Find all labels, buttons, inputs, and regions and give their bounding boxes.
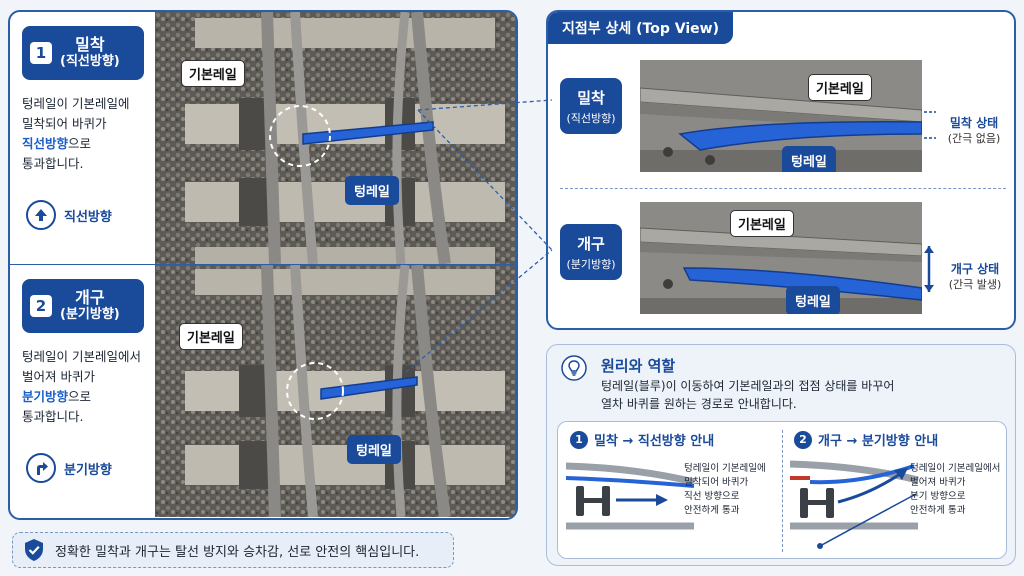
direction-label: 직선방향 [64,209,112,225]
top-view-closed-tongue-label: 텅레일 [782,146,836,172]
top-view-panel: 지점부 상세 (Top View) 밀착 (직선방향) 기본레일 텅레일 밀착 … [546,10,1016,330]
left-divider [10,264,516,265]
wheelset-icon [576,486,610,516]
callout-tongue-rail: 텅레일 [347,435,401,464]
top-view-header: 지점부 상세 (Top View) [548,12,733,44]
turn-right-icon [26,453,56,483]
safety-note: 정확한 밀착과 개구는 탈선 방지와 승차감, 선로 안전의 핵심입니다. [12,532,454,568]
state-closed-section: 1 밀착 (직선방향) 텅레일이 기본레일에 밀착되어 바퀴가 직선방향으로 통… [10,12,516,264]
state-closed-description: 텅레일이 기본레일에 밀착되어 바퀴가 직선방향으로 통과합니다. [22,96,130,171]
state-open-badge: 2 개구 (분기방향) [22,279,144,333]
closed-bracket [924,111,936,139]
callout-stock-rail: 기본레일 [179,323,243,350]
shield-check-icon [25,539,43,561]
principle-sub-closed-text: 텅레일이 기본레일에 밀착되어 바퀴가 직선 방향으로 안전하게 통과 [684,463,766,516]
top-view-closed-state: 밀착 상태 (간극 없음) [947,116,1001,145]
top-view-open-state: 개구 상태 (간극 발생) [948,262,1002,291]
principle-sub-open: 2 개구 → 분기방향 안내 [794,430,938,449]
principle-sub-closed: 1 밀착 → 직선방향 안내 [570,430,714,449]
badge-title: 개구 [75,288,105,308]
state-closed-text: 1 밀착 (직선방향) 텅레일이 기본레일에 밀착되어 바퀴가 직선방향으로 통… [10,12,154,264]
left-panel: 1 밀착 (직선방향) 텅레일이 기본레일에 밀착되어 바퀴가 직선방향으로 통… [8,10,518,520]
badge-number: 1 [30,42,52,64]
top-view-open-stock-label: 기본레일 [730,210,794,237]
diagram-closed [566,462,695,530]
track-photo-open: 기본레일 텅레일 [155,265,516,517]
principle-panel: 원리와 역할 텅레일(블루)이 이동하여 기본레일과의 접점 상태를 바꾸어 열… [546,344,1016,566]
principle-inner-box: 1 밀착 → 직선방향 안내 텅레일이 기본레일에 밀착되어 바퀴가 직선 방향… [557,421,1007,559]
state-closed-badge: 1 밀착 (직선방향) [22,26,144,80]
direction-straight: 직선방향 [26,200,112,230]
direction-label: 분기방향 [64,462,112,478]
top-view-closed-photo: 기본레일 텅레일 [640,60,922,172]
badge-subtitle: (직선방향) [60,53,120,69]
direction-diverging: 분기방향 [26,453,112,483]
principle-description: 텅레일(블루)이 이동하여 기본레일과의 접점 상태를 바꾸어 열차 바퀴를 원… [601,379,895,411]
principle-sub-open-text: 텅레일이 기본레일에서 벌어져 바퀴가 분기 방향으로 안전하게 통과 [910,463,1001,516]
diagram-open [790,460,919,549]
state-open-section: 2 개구 (분기방향) 텅레일이 기본레일에서 벌어져 바퀴가 분기방향으로 통… [10,265,516,517]
state-open-text: 2 개구 (분기방향) 텅레일이 기본레일에서 벌어져 바퀴가 분기방향으로 통… [10,265,154,517]
top-view-open-photo: 기본레일 텅레일 [640,202,922,314]
arrow-up-icon [26,200,56,230]
top-view-closed-stock-label: 기본레일 [808,74,872,101]
top-view-open-tongue-label: 텅레일 [786,286,840,314]
top-view-open-badge: 개구 (분기방향) [560,224,622,280]
track-photo-closed: 기본레일 텅레일 [155,12,516,264]
callout-tongue-rail: 텅레일 [345,176,399,205]
top-view-divider [560,188,1006,189]
badge-subtitle: (분기방향) [60,306,120,322]
wheelset-icon [800,488,834,518]
principle-divider [782,430,783,552]
top-view-closed-badge: 밀착 (직선방향) [560,78,622,134]
principle-title: 원리와 역할 [601,357,676,375]
callout-stock-rail: 기본레일 [181,60,245,87]
open-gap-arrow [924,246,934,292]
badge-number: 2 [30,295,52,317]
safety-note-text: 정확한 밀착과 개구는 탈선 방지와 승차감, 선로 안전의 핵심입니다. [55,544,420,560]
state-open-description: 텅레일이 기본레일에서 벌어져 바퀴가 분기방향으로 통과합니다. [22,349,141,424]
badge-title: 밀착 [75,35,105,55]
lightbulb-icon [561,355,587,381]
